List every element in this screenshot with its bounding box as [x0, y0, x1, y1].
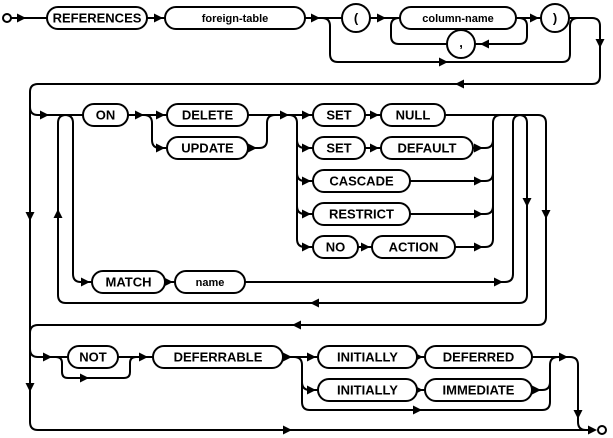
keyword-not: NOT — [67, 345, 119, 369]
keyword-no: NO — [312, 235, 359, 259]
keyword-not-label: NOT — [79, 350, 107, 365]
punct-open-paren-label: ( — [354, 11, 359, 26]
keyword-null-label: NULL — [396, 108, 431, 123]
keyword-restrict-label: RESTRICT — [329, 207, 394, 222]
keyword-null: NULL — [380, 103, 446, 127]
punct-open-paren: ( — [341, 3, 371, 33]
end-terminal — [597, 425, 607, 435]
nonterminal-name-label: name — [196, 277, 225, 289]
punct-comma-label: , — [459, 35, 463, 50]
nonterminal-foreign-table-label: foreign-table — [202, 13, 269, 25]
keyword-deferred-label: DEFERRED — [443, 350, 515, 365]
keyword-deferrable-label: DEFERRABLE — [174, 350, 263, 365]
keyword-cascade: CASCADE — [312, 169, 411, 193]
keyword-references-label: REFERENCES — [53, 11, 142, 26]
keyword-set-1: SET — [312, 103, 366, 127]
keyword-immediate-label: IMMEDIATE — [443, 383, 515, 398]
keyword-references: REFERENCES — [46, 6, 148, 30]
keyword-initially-1-label: INITIALLY — [337, 350, 398, 365]
nonterminal-foreign-table: foreign-table — [164, 6, 306, 30]
keyword-update-label: UPDATE — [181, 141, 234, 156]
keyword-action: ACTION — [371, 235, 456, 259]
keyword-no-label: NO — [326, 240, 346, 255]
keyword-default-label: DEFAULT — [398, 141, 457, 156]
keyword-on-label: ON — [96, 108, 116, 123]
nonterminal-column-name-label: column-name — [422, 13, 494, 25]
keyword-default: DEFAULT — [380, 136, 474, 160]
keyword-action-label: ACTION — [389, 240, 439, 255]
keyword-immediate: IMMEDIATE — [424, 378, 533, 402]
start-terminal — [2, 13, 12, 23]
keyword-on: ON — [82, 103, 129, 127]
keyword-restrict: RESTRICT — [312, 202, 411, 226]
keyword-delete: DELETE — [166, 103, 249, 127]
keyword-update: UPDATE — [166, 136, 249, 160]
keyword-set-2: SET — [312, 136, 366, 160]
keyword-deferred: DEFERRED — [424, 345, 533, 369]
arrowheads — [17, 13, 605, 435]
keyword-initially-2: INITIALLY — [317, 378, 418, 402]
keyword-initially-1: INITIALLY — [317, 345, 418, 369]
keyword-set-1-label: SET — [326, 108, 351, 123]
nonterminal-name: name — [174, 270, 246, 294]
nonterminal-column-name: column-name — [399, 6, 517, 30]
punct-close-paren-label: ) — [553, 11, 557, 26]
keyword-cascade-label: CASCADE — [329, 174, 394, 189]
keyword-match: MATCH — [91, 270, 166, 294]
keyword-initially-2-label: INITIALLY — [337, 383, 398, 398]
keyword-delete-label: DELETE — [182, 108, 234, 123]
keyword-match-label: MATCH — [106, 275, 152, 290]
punct-comma: , — [446, 29, 476, 59]
keyword-set-2-label: SET — [326, 141, 351, 156]
punct-close-paren: ) — [540, 3, 570, 33]
keyword-deferrable: DEFERRABLE — [152, 345, 284, 369]
